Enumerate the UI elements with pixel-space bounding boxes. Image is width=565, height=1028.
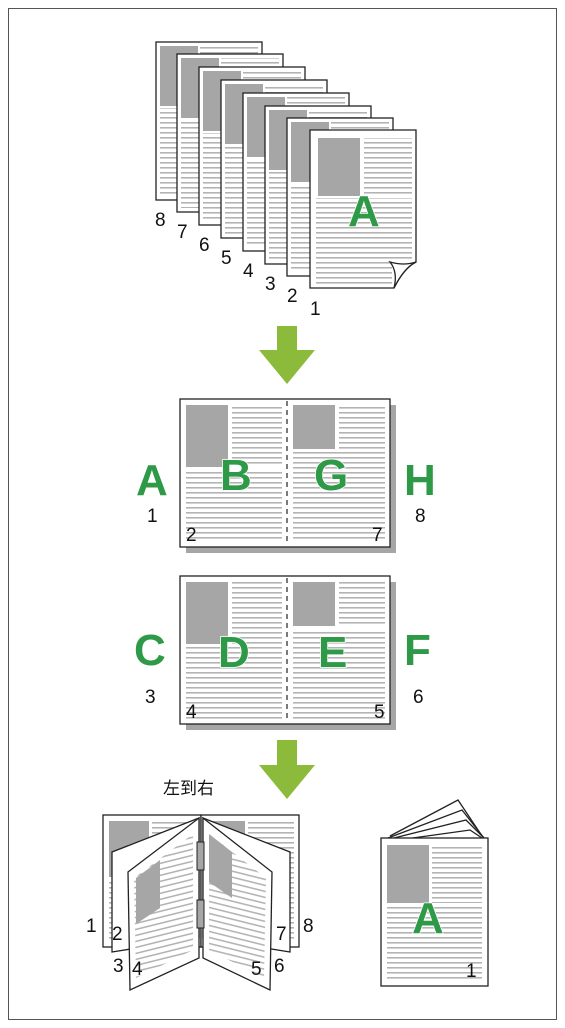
spread-top-inner-left-number: 2 <box>186 525 197 546</box>
closed-booklet-letter: A <box>412 894 444 943</box>
staple-icon <box>196 841 205 871</box>
page-stack: A 8 7 6 5 4 3 2 1 <box>155 41 417 320</box>
binding-direction-label: 左到右 <box>163 779 214 799</box>
stack-number-7: 7 <box>177 222 188 243</box>
open-booklet: 1 2 3 4 5 6 7 8 <box>86 814 314 992</box>
spread-bottom-inner-left-letter: D <box>218 628 250 677</box>
page-curl-icon <box>388 260 417 289</box>
spread-top-inner-right-letter: G <box>314 451 348 500</box>
staple-icon <box>196 899 205 929</box>
spread-bottom-outer-right-letter: F <box>404 626 431 675</box>
closed-booklet-page-number: 1 <box>466 961 477 982</box>
stack-number-2: 2 <box>287 286 298 307</box>
spread-bottom: D E 4 5 <box>179 575 396 730</box>
spread-top-outer-left-letter: A <box>136 456 168 505</box>
booklet-number-3: 3 <box>113 956 124 977</box>
booklet-number-6: 6 <box>274 956 285 977</box>
booklet-number-5: 5 <box>251 959 262 980</box>
spread-top-outer-right-letter: H <box>404 456 436 505</box>
booklet-number-8: 8 <box>303 916 314 937</box>
spread-bottom-outer-left-number: 3 <box>145 687 156 708</box>
stack-number-6: 6 <box>199 235 210 256</box>
down-arrow-icon <box>259 326 315 384</box>
booklet-number-1: 1 <box>86 916 97 937</box>
stack-page-1: A <box>309 129 417 289</box>
booklet-number-2: 2 <box>112 924 123 945</box>
diagram-border <box>8 8 557 1020</box>
down-arrow-icon <box>259 740 315 799</box>
booklet-number-7: 7 <box>276 924 287 945</box>
stack-number-5: 5 <box>221 248 232 269</box>
spread-bottom-outer-right-number: 6 <box>413 687 424 708</box>
stack-number-3: 3 <box>265 274 276 295</box>
booklet-number-4: 4 <box>132 959 143 980</box>
stack-front-letter: A <box>348 187 380 236</box>
spread-bottom-outer-left-letter: C <box>134 626 166 675</box>
spread-bottom-inner-left-number: 4 <box>186 702 197 723</box>
spread-top: B G 2 7 <box>179 398 396 553</box>
closed-booklet: A 1 <box>380 799 489 987</box>
spread-bottom-inner-right-letter: E <box>318 628 347 677</box>
spread-bottom-inner-right-number: 5 <box>374 702 385 723</box>
spread-top-inner-left-letter: B <box>220 451 252 500</box>
stack-number-8: 8 <box>155 210 166 231</box>
stack-number-1: 1 <box>310 299 321 320</box>
stack-number-4: 4 <box>243 261 254 282</box>
spread-top-outer-left-number: 1 <box>147 506 158 527</box>
spread-top-outer-right-number: 8 <box>415 506 426 527</box>
spread-top-inner-right-number: 7 <box>372 525 383 546</box>
